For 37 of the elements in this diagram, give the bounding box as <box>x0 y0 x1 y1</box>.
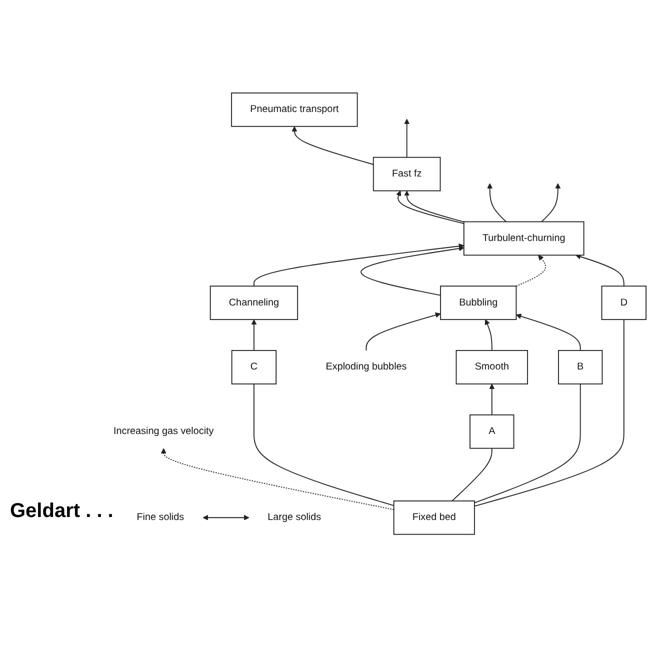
node-box: Channeling <box>210 286 298 320</box>
arrow <box>254 243 464 287</box>
arrow <box>160 448 394 510</box>
node-text: Exploding bubbles <box>326 362 407 372</box>
node-box: A <box>470 414 514 449</box>
connector <box>254 383 394 506</box>
arrow <box>516 314 581 351</box>
arrow <box>489 384 495 416</box>
arrow <box>404 118 410 158</box>
arrow <box>541 183 561 222</box>
arrow <box>366 312 441 351</box>
node-text: Large solids <box>268 512 322 523</box>
arrow <box>576 254 624 287</box>
node-text: Increasing gas velocity <box>114 426 214 437</box>
node-box: Smooth <box>456 350 528 384</box>
connector <box>452 448 492 502</box>
node-text: Fine solids <box>136 512 184 523</box>
node-box: Bubbling <box>440 286 517 320</box>
arrow <box>360 246 464 296</box>
node-box: Pneumatic transport <box>231 92 358 127</box>
node-box: B <box>558 350 603 384</box>
connector <box>474 383 581 504</box>
arrow <box>396 190 464 224</box>
arrow <box>202 514 250 520</box>
node-box: Turbulent-churning <box>463 221 584 256</box>
arrow <box>251 319 257 351</box>
arrow <box>484 319 492 351</box>
node-box: D <box>601 286 647 320</box>
node-box: C <box>231 350 277 384</box>
connector <box>474 319 624 507</box>
arrow <box>404 190 464 222</box>
node-box: Fast fz <box>372 156 441 192</box>
geldart-label: Geldart . . . <box>10 500 114 523</box>
arrow <box>516 254 546 287</box>
arrow <box>292 126 374 165</box>
node-box: Fixed bed <box>393 500 475 535</box>
arrow <box>487 183 507 222</box>
